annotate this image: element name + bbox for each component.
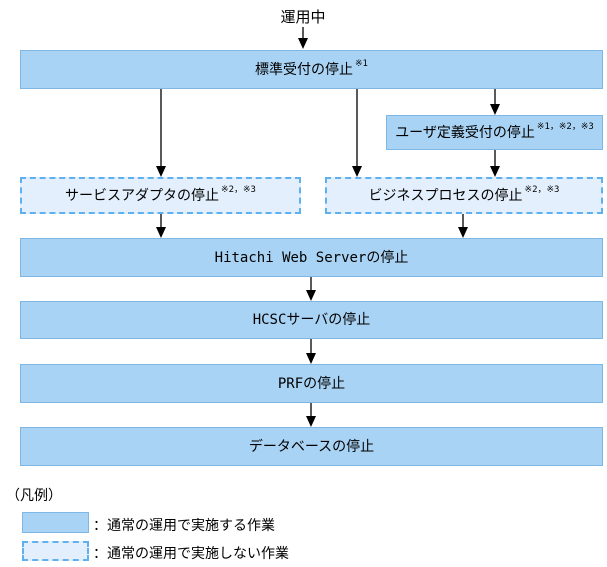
arrow-webserver-to-hcsc [306,277,316,301]
flow-node-service-adapter-stop: サービスアダプタの停止※2，※3 [20,177,301,214]
arrow-prf-to-database [306,403,316,427]
legend-swatch-dashed [22,541,89,561]
flow-node-label: ビジネスプロセスの停止 [368,187,523,204]
flow-node-userdef-reception-stop: ユーザ定義受付の停止※1，※2，※3 [386,115,603,150]
arrow-standard-to-adapter [156,89,166,177]
footnote-ref: ※1，※2，※3 [536,122,594,132]
flow-node-database-stop: データベースの停止 [20,427,603,466]
flow-node-label: PRFの停止 [277,375,346,392]
footnote-ref: ※2，※3 [524,185,560,195]
flow-node-hitachi-web-server-stop: Hitachi Web Serverの停止 [20,238,603,277]
flow-node-label: サービスアダプタの停止 [65,187,220,204]
footnote-ref: ※1 [355,59,368,69]
flow-node-prf-stop: PRFの停止 [20,364,603,403]
legend-title: （凡例） [6,488,62,504]
arrow-hcsc-to-prf [306,339,316,364]
arrow-userdef-to-process [490,150,500,177]
footnote-ref: ※2，※3 [221,185,256,195]
flow-node-label: ユーザ定義受付の停止 [395,124,535,141]
legend-label-not-normal-task: ：通常の運用で実施しない作業 [93,546,289,562]
flow-node-hcsc-server-stop: HCSCサーバの停止 [20,301,603,339]
arrow-start-to-standard [298,27,308,49]
flow-node-label: Hitachi Web Serverの停止 [214,249,409,266]
flow-node-label: データベースの停止 [248,438,375,455]
flow-node-label: HCSCサーバの停止 [252,312,371,328]
start-state-label: 運用中 [280,8,326,26]
flow-node-business-process-stop: ビジネスプロセスの停止※2，※3 [325,177,603,214]
flow-node-label: 標準受付の停止 [255,61,354,78]
arrow-standard-to-process [352,89,362,177]
arrow-standard-to-userdef [490,89,500,115]
flow-node-standard-reception-stop: 標準受付の停止※1 [20,50,603,89]
legend-swatch-solid [22,512,89,533]
legend-label-normal-task: ：通常の運用で実施する作業 [93,518,275,534]
arrow-process-to-webserver [458,214,468,238]
arrow-adapter-to-webserver [156,214,166,238]
